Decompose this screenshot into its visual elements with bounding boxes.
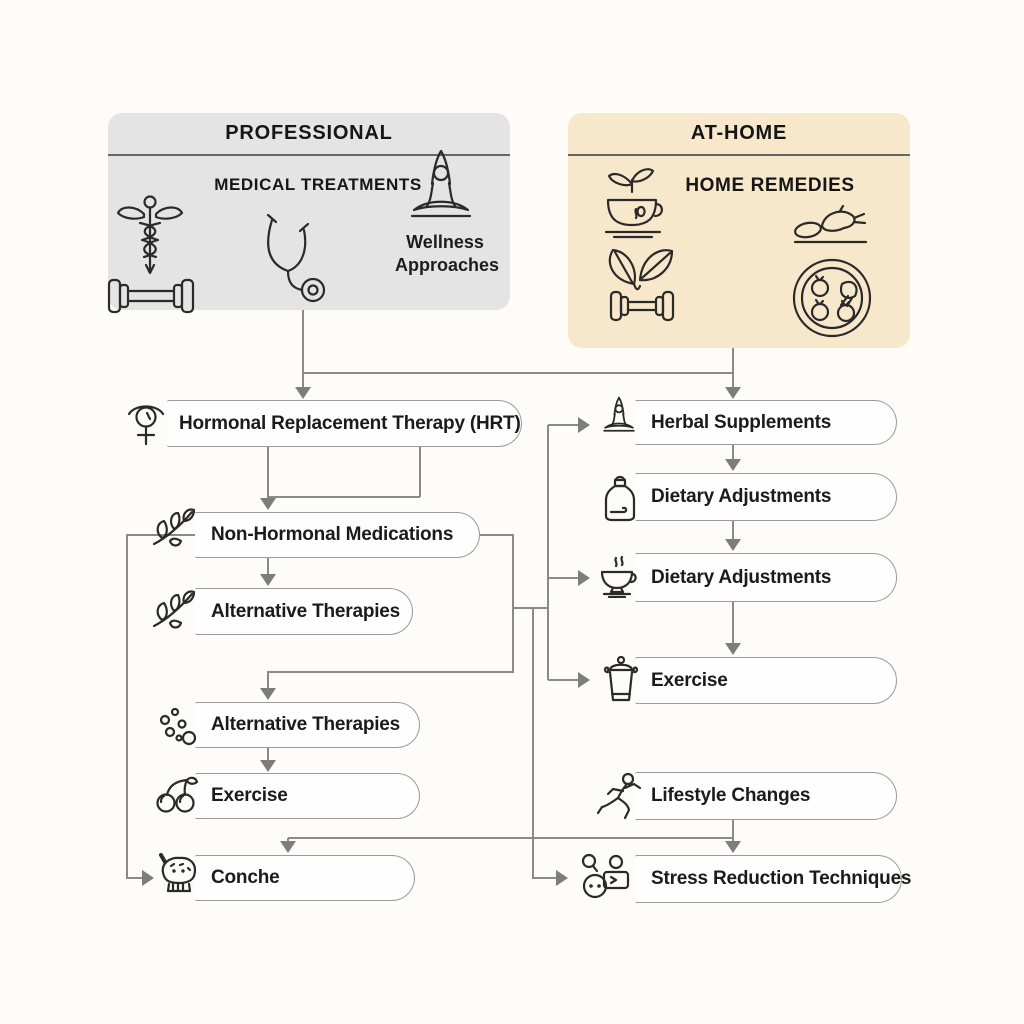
dumbbell-icon <box>106 276 196 316</box>
yoga-person-icon <box>404 148 478 238</box>
node-label: Exercise <box>651 669 728 691</box>
conche-bun-icon <box>155 852 201 902</box>
node-label: Hormonal Replacement Therapy (HRT) <box>179 412 521 434</box>
dropper-bottle-icon <box>602 474 638 522</box>
bubbles-icon <box>158 704 198 746</box>
node-label: Alternative Therapies <box>211 714 401 735</box>
produce-icon <box>792 204 870 248</box>
professional-separator-line <box>108 154 510 156</box>
herb-sprig-icon <box>150 508 196 548</box>
node-label: Dietary Adjustments <box>651 566 832 588</box>
professional-panel-subtitle: MEDICAL TREATMENTS <box>214 175 422 194</box>
athome-separator-line <box>568 154 910 156</box>
professional-panel: PROFESSIONAL MEDICAL TREATMENTS <box>108 113 510 310</box>
node-label: Exercise <box>211 785 288 806</box>
node-label: Alternative Therapies <box>211 600 401 622</box>
athome-panel-title: AT-HOME <box>690 122 788 144</box>
node-dietary-adjustments-2: Dietary Adjustments <box>635 553 897 602</box>
cherries-icon <box>155 776 199 814</box>
female-symbol-icon <box>126 402 166 448</box>
node-label: Stress Reduction Techniques <box>651 868 912 889</box>
node-stress-reduction-techniques: Stress Reduction Techniques <box>635 855 912 903</box>
dumbbell-leaves-icon <box>602 242 682 326</box>
caduceus-icon <box>114 192 186 280</box>
node-exercise-right: Exercise <box>635 657 897 704</box>
runner-icon <box>596 772 642 822</box>
shaker-icon <box>602 656 640 704</box>
wellness-approaches-label: Wellness Approaches <box>395 232 500 276</box>
node-exercise-left: Exercise <box>195 773 420 819</box>
athome-panel-subtitle: HOME REMEDIES <box>685 175 855 196</box>
node-herbal-supplements: Herbal Supplements <box>635 400 897 445</box>
node-non-hormonal-medications: Non-Hormonal Medications <box>195 512 480 558</box>
connector-lines <box>126 310 734 879</box>
yoga-person-icon <box>598 396 640 442</box>
node-label: Non-Hormonal Medications <box>211 524 454 545</box>
node-lifestyle-changes: Lifestyle Changes <box>635 772 897 820</box>
stress-figures-icon <box>578 853 634 903</box>
node-label: Lifestyle Changes <box>651 785 811 806</box>
node-label: Herbal Supplements <box>651 411 832 433</box>
node-label: Conche <box>211 867 280 888</box>
node-alternative-therapies-2: Alternative Therapies <box>195 702 420 748</box>
herb-sprig-icon <box>150 590 196 630</box>
node-label: Dietary Adjustments <box>651 486 832 507</box>
professional-panel-title: PROFESSIONAL <box>225 122 393 144</box>
tea-cup-leaves-icon <box>596 166 680 250</box>
veggie-plate-icon <box>790 256 874 340</box>
node-dietary-adjustments-1: Dietary Adjustments <box>635 473 897 521</box>
steaming-cup-icon <box>596 556 638 598</box>
stethoscope-icon <box>250 210 340 306</box>
node-conche: Conche <box>195 855 415 901</box>
node-alternative-therapies-1: Alternative Therapies <box>195 588 413 635</box>
node-hormonal-replacement-therapy: Hormonal Replacement Therapy (HRT) <box>167 400 522 447</box>
arrowheads <box>142 387 741 886</box>
